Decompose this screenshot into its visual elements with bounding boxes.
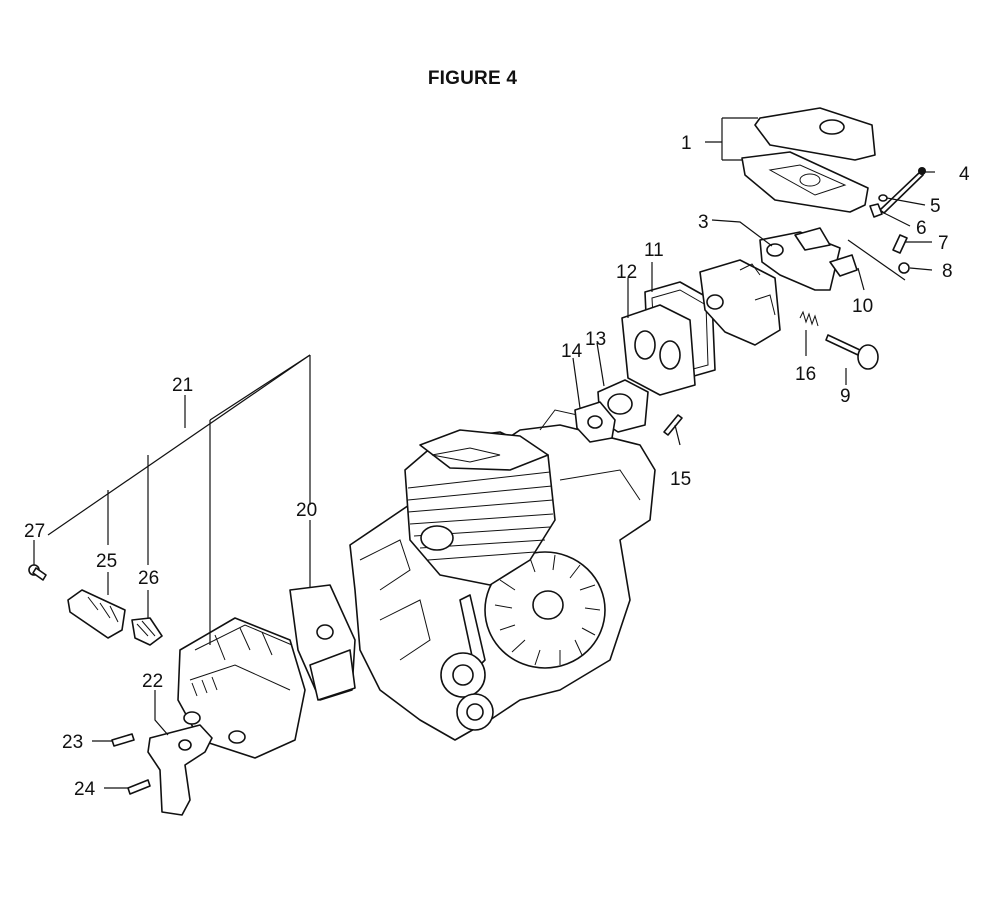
callout-9: 9	[840, 386, 851, 407]
callout-3: 3	[698, 212, 709, 233]
callout-1: 1	[681, 133, 692, 154]
callout-21: 21	[172, 375, 193, 396]
bolt-part-15	[663, 414, 683, 436]
callout-27: 27	[24, 521, 45, 542]
screen-part-26	[131, 617, 163, 646]
bracket-part-10	[829, 254, 858, 277]
screw-part-23	[111, 733, 135, 747]
air-filter-cover-part	[741, 107, 876, 213]
callout-15: 15	[670, 469, 691, 490]
callout-13: 13	[585, 329, 606, 350]
callout-14: 14	[561, 341, 583, 362]
cylinder-part	[404, 429, 556, 586]
screw-part-24	[127, 779, 151, 795]
figure-title: FIGURE 4	[427, 68, 518, 89]
callout-8: 8	[942, 261, 953, 282]
carburetor-part	[699, 259, 781, 346]
screw-part-27	[28, 564, 47, 581]
washer-part-5	[878, 194, 888, 202]
nut-part-6	[869, 203, 883, 218]
bolt-part-4	[879, 167, 926, 214]
muffler-bracket-part-22	[147, 724, 213, 816]
callout-11: 11	[644, 240, 664, 261]
adjusting-screw-part-9	[825, 334, 879, 370]
callout-labels: 1 3 4 5 6 7 8 9 10 11 12 13 14 15 16 20 …	[24, 133, 970, 800]
muffler-gasket-part-20	[289, 584, 356, 701]
callout-10: 10	[852, 296, 873, 317]
spring-part-16	[799, 310, 819, 327]
insulator-part-12	[621, 304, 696, 396]
manifold-part-13	[597, 379, 649, 433]
gasket-part-14	[574, 401, 616, 443]
air-filter-base-part	[759, 227, 841, 291]
callout-25: 25	[96, 551, 117, 572]
spark-arrester-part-25	[67, 589, 126, 639]
callout-4: 4	[959, 164, 970, 185]
callout-24: 24	[74, 779, 96, 800]
callout-7: 7	[938, 233, 949, 254]
leader-lines	[33, 117, 935, 789]
callout-6: 6	[916, 218, 927, 239]
muffler-part	[177, 617, 306, 759]
callout-22: 22	[142, 671, 163, 692]
callout-23: 23	[62, 732, 83, 753]
screw-part-7	[892, 234, 908, 254]
callout-26: 26	[138, 568, 159, 589]
callout-20: 20	[296, 500, 317, 521]
nut-part-8	[898, 262, 910, 274]
callout-12: 12	[616, 262, 637, 283]
callout-5: 5	[930, 196, 941, 217]
callout-16: 16	[795, 364, 816, 385]
